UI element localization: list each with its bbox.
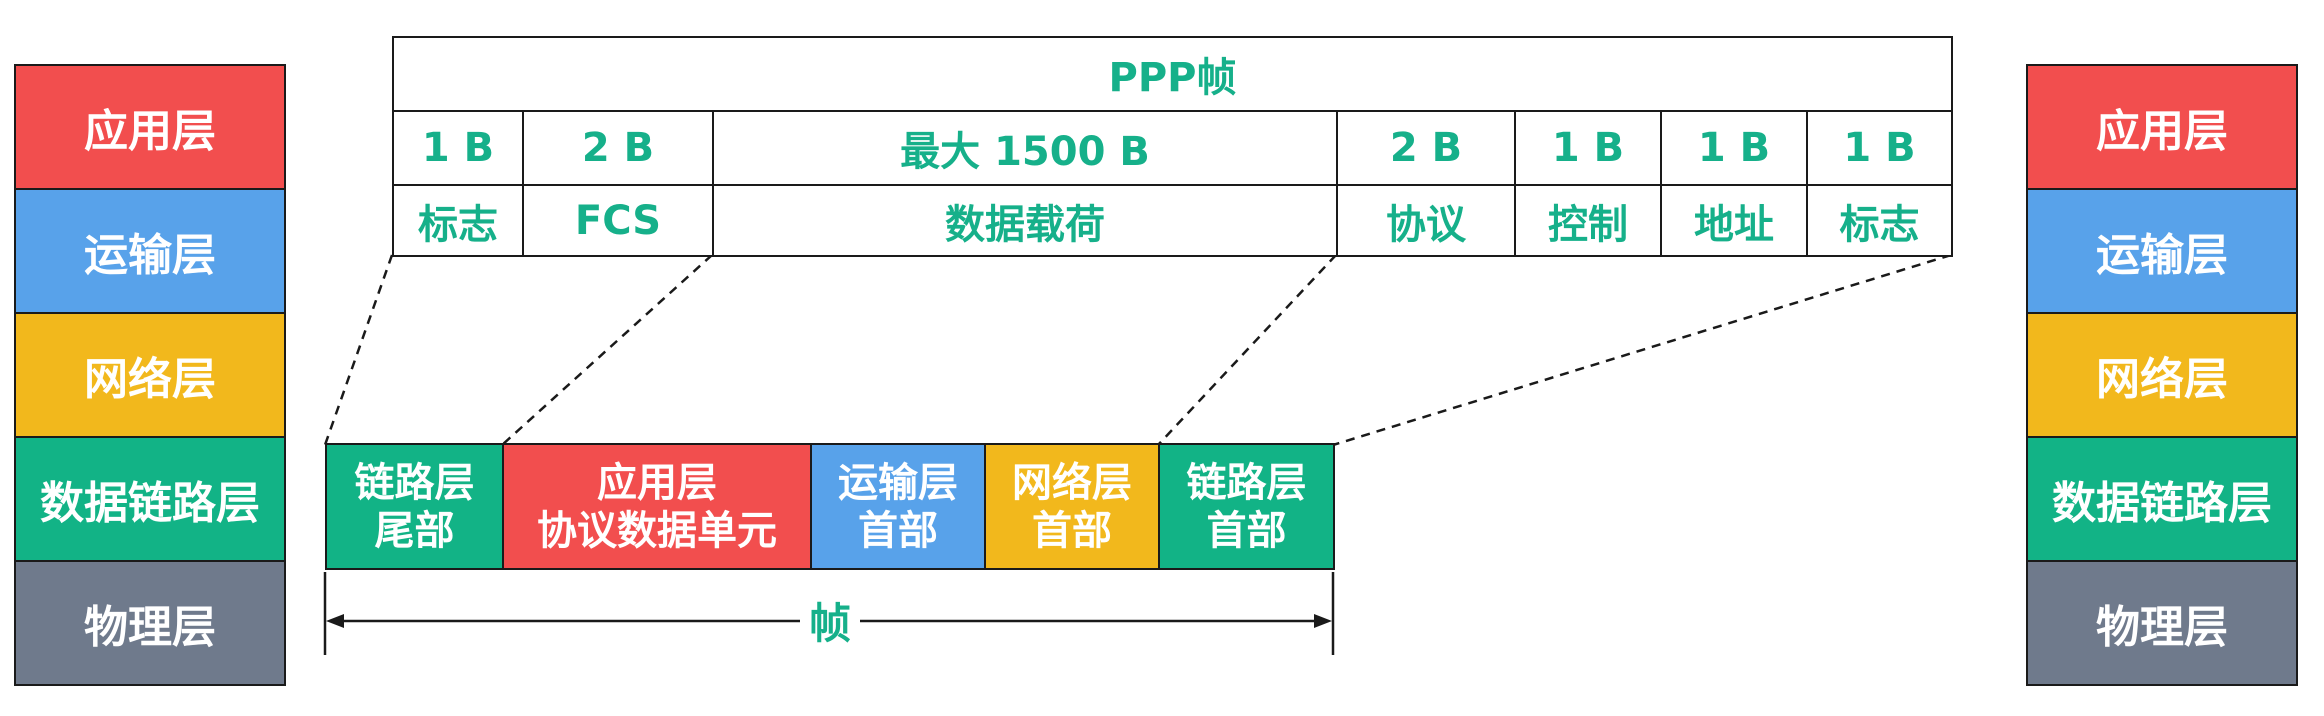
frame-segment-link-trailer: 链路层 尾部: [325, 443, 504, 570]
frame-arrow-right: [1314, 614, 1332, 628]
segment-line-2: 尾部: [374, 507, 455, 554]
ppp-field-flag-end-name: 标志: [1806, 184, 1953, 257]
ppp-field-flag-end-size: 1 B: [1806, 110, 1953, 186]
ppp-field-flag-start-name: 标志: [392, 184, 524, 257]
segment-line-1: 应用层: [597, 459, 717, 506]
segment-line-2: 首部: [1206, 507, 1287, 554]
ppp-field-fcs-name: FCS: [522, 184, 714, 257]
frame-segment-link-header: 链路层 首部: [1158, 443, 1335, 570]
frame-segment-application-pdu: 应用层 协议数据单元: [502, 443, 812, 570]
segment-line-1: 运输层: [838, 459, 958, 506]
frame-label: 帧: [800, 590, 860, 651]
ppp-field-payload-size: 最大 1500 B: [712, 110, 1338, 186]
segment-line-1: 链路层: [354, 459, 475, 506]
connector-flag-to-header-end: [1332, 253, 1952, 447]
right-transport-layer: 运输层: [2026, 188, 2298, 314]
left-datalink-layer: 数据链路层: [14, 436, 286, 562]
ppp-field-payload-name: 数据载荷: [712, 184, 1338, 257]
ppp-field-protocol-size: 2 B: [1336, 110, 1516, 186]
left-network-layer: 网络层: [14, 312, 286, 438]
left-layer-stack: 应用层 运输层 网络层 数据链路层 物理层: [14, 64, 286, 694]
right-datalink-layer: 数据链路层: [2026, 436, 2298, 562]
ppp-field-fcs-size: 2 B: [522, 110, 714, 186]
right-layer-stack: 应用层 运输层 网络层 数据链路层 物理层: [2026, 64, 2298, 694]
ppp-field-protocol-name: 协议: [1336, 184, 1516, 257]
ppp-field-control-size: 1 B: [1514, 110, 1662, 186]
frame-segment-network-header: 网络层 首部: [984, 443, 1160, 570]
frame-segment-transport-header: 运输层 首部: [810, 443, 986, 570]
segment-line-2: 首部: [1032, 507, 1112, 554]
segment-line-2: 协议数据单元: [537, 507, 777, 554]
segment-line-1: 链路层: [1186, 459, 1307, 506]
connector-fcs-to-trailer-end: [501, 254, 713, 446]
segment-line-1: 网络层: [1012, 459, 1132, 506]
segment-line-2: 首部: [858, 507, 938, 554]
ppp-field-flag-start-size: 1 B: [392, 110, 524, 186]
connector-flag-to-trailer-start: [323, 254, 394, 446]
ppp-field-control-name: 控制: [1514, 184, 1662, 257]
frame-arrow-left: [326, 614, 344, 628]
right-application-layer: 应用层: [2026, 64, 2298, 190]
ppp-title: PPP帧: [392, 36, 1953, 112]
ppp-field-address-size: 1 B: [1660, 110, 1808, 186]
right-physical-layer: 物理层: [2026, 560, 2298, 686]
right-network-layer: 网络层: [2026, 312, 2298, 438]
left-application-layer: 应用层: [14, 64, 286, 190]
ppp-field-address-name: 地址: [1660, 184, 1808, 257]
left-physical-layer: 物理层: [14, 560, 286, 686]
connector-payload-to-header-start: [1157, 254, 1337, 446]
